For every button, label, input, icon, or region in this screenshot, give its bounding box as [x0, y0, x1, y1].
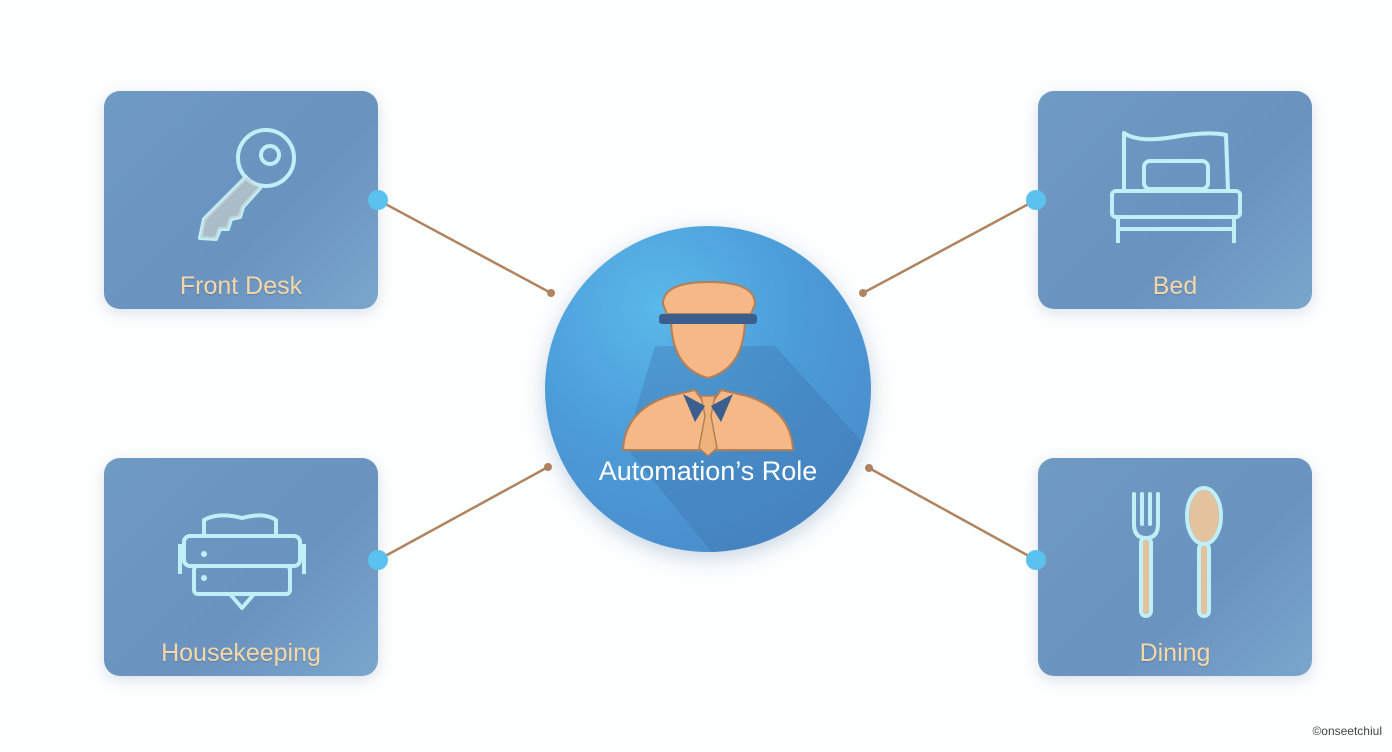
- connector-bed: [862, 198, 1037, 295]
- connector-housekeeping: [377, 465, 549, 562]
- bed-icon: [1110, 131, 1242, 243]
- connector-dining: [868, 466, 1037, 562]
- node-front-desk: Front Desk: [104, 91, 378, 309]
- bellhop-icon: [622, 281, 794, 458]
- key-icon: [198, 128, 296, 241]
- node-bed: Bed: [1038, 91, 1312, 309]
- node-label-dining: Dining: [1139, 639, 1211, 667]
- node-label-bed: Bed: [1152, 272, 1198, 300]
- connector-front-desk: [377, 198, 552, 295]
- fork-spoon-icon: [1132, 486, 1223, 618]
- hub-automation-role: Automation’s Role: [545, 226, 871, 552]
- node-label-housekeeping: Housekeeping: [161, 639, 321, 667]
- watermark: ©onseetchiul: [1312, 724, 1382, 738]
- node-dining: Dining: [1038, 458, 1312, 676]
- node-label-front-desk: Front Desk: [179, 272, 303, 300]
- node-housekeeping: Housekeeping: [104, 458, 378, 676]
- housekeeping-cart-icon: [178, 513, 306, 610]
- hub-label: Automation’s Role: [598, 456, 818, 486]
